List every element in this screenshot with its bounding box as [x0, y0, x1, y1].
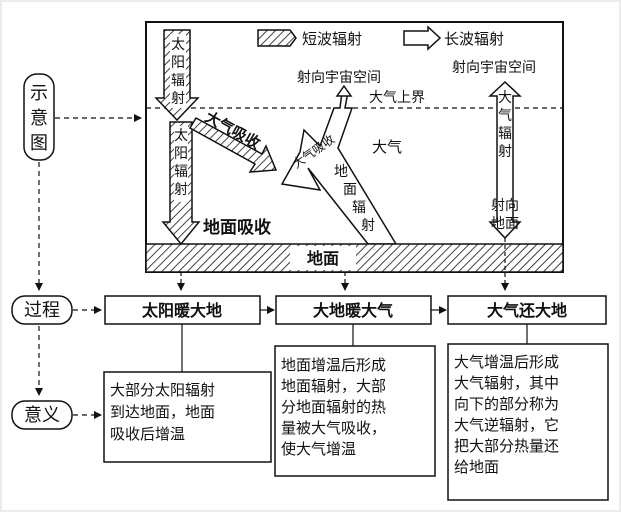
solar-radiation-label-2: 阳 — [171, 55, 185, 71]
atm-radiation-label-1: 大 — [498, 90, 512, 106]
solar-radiation-label-1: 太 — [171, 37, 185, 53]
to-space-left-label: 射向宇宙空间 — [297, 70, 381, 86]
ground-radiation-arrow — [280, 91, 398, 245]
process-box-2-text: 大地暖大气 — [313, 301, 393, 320]
row-label-schematic-2: 意 — [30, 108, 48, 129]
significance-line: 分地面辐射的热 — [281, 398, 386, 416]
solar-to-ground-label-bg — [174, 126, 188, 202]
shortwave-legend-arrow — [257, 29, 297, 47]
significance-line: 量被大气吸收， — [281, 419, 386, 437]
ground-radiation-label-2: 面 — [343, 182, 357, 198]
solar-to-ground-label-4: 射 — [174, 182, 188, 198]
schematic-box — [145, 21, 564, 273]
legend: 短波辐射 长波辐射 — [257, 25, 504, 51]
significance-line: 到达地面，地面 — [110, 403, 215, 421]
row-label-schematic-1: 示 — [30, 83, 48, 104]
process-box-3: 大气还大地 — [447, 295, 607, 325]
row-label-schematic: 示 意 图 — [23, 73, 55, 161]
ground-radiation-label-4: 射 — [361, 218, 375, 234]
atm-radiation-label-2: 气 — [498, 108, 512, 124]
row-label-schematic-3: 图 — [30, 133, 48, 154]
ground-absorb-label: 地面吸收 — [203, 217, 271, 238]
row-label-significance-frame — [11, 400, 73, 430]
significance-line: 大部分太阳辐射 — [110, 381, 215, 399]
atm-radiation-label-3: 辐 — [498, 126, 512, 142]
longwave-legend-arrow — [403, 25, 442, 51]
solar-radiation-label-3: 辐 — [171, 73, 185, 89]
to-space-arrowhead — [335, 84, 353, 97]
significance-box-2 — [274, 345, 436, 477]
solar-radiation-label-bg — [170, 34, 186, 108]
significance-line: 地面辐射，大部 — [281, 377, 386, 395]
significance-line: 大气增温后形成 — [454, 353, 559, 371]
ground-radiation-label-3: 辐 — [352, 200, 366, 216]
significance-line: 向下的部分称为 — [454, 395, 559, 413]
process-box-2-frame — [275, 295, 432, 325]
significance-line: 给地面 — [454, 458, 499, 476]
significance-line: 把大部分热量还 — [454, 437, 559, 455]
process-box-1-frame — [104, 295, 261, 325]
row-label-schematic-frame — [23, 73, 55, 161]
to-ground-label-2: 地面 — [491, 216, 519, 232]
process-box-1: 太阳暖大地 — [104, 295, 261, 325]
significance-box-3 — [447, 343, 609, 501]
solar-radiation-label-4: 射 — [171, 91, 185, 107]
significance-line: 大气逆辐射，它 — [454, 416, 559, 434]
process-box-2: 大地暖大气 — [275, 295, 432, 325]
atmosphere-top-label: 大气上界 — [369, 90, 425, 106]
significance-line: 使大气增温 — [281, 440, 356, 458]
significance-line: 吸收后增温 — [110, 425, 185, 443]
atmosphere-absorb-arrow — [188, 116, 278, 173]
row-label-significance: 意义 — [11, 400, 73, 430]
solar-to-ground-label-3: 辐 — [174, 164, 188, 180]
row-label-significance-text: 意义 — [24, 405, 60, 426]
legend-longwave-label: 长波辐射 — [444, 30, 504, 48]
legend-shortwave-label: 短波辐射 — [302, 30, 362, 48]
process-box-3-frame — [447, 295, 607, 325]
row-label-process-text: 过程 — [24, 300, 60, 321]
row-label-process: 过程 — [11, 295, 73, 325]
ground-radiation-label-1: 地 — [334, 164, 348, 180]
significance-line: 大气辐射，其中 — [454, 374, 559, 392]
atm-radiation-label-4: 射 — [498, 144, 512, 160]
row-label-process-frame — [11, 295, 73, 325]
solar-to-ground-label-2: 阳 — [174, 146, 188, 162]
ground-label-bg — [290, 246, 356, 270]
solar-to-ground-label-1: 太 — [174, 128, 188, 144]
process-box-3-text: 大气还大地 — [487, 301, 567, 320]
atmosphere-label: 大气 — [372, 138, 402, 156]
ground-label: 地面 — [307, 249, 339, 268]
process-box-1-text: 太阳暖大地 — [141, 301, 222, 320]
to-ground-label-1: 射向 — [491, 198, 519, 214]
to-space-right-label: 射向宇宙空间 — [452, 60, 536, 76]
significance-box-1 — [103, 371, 272, 463]
significance-line: 地面增温后形成 — [281, 356, 386, 374]
